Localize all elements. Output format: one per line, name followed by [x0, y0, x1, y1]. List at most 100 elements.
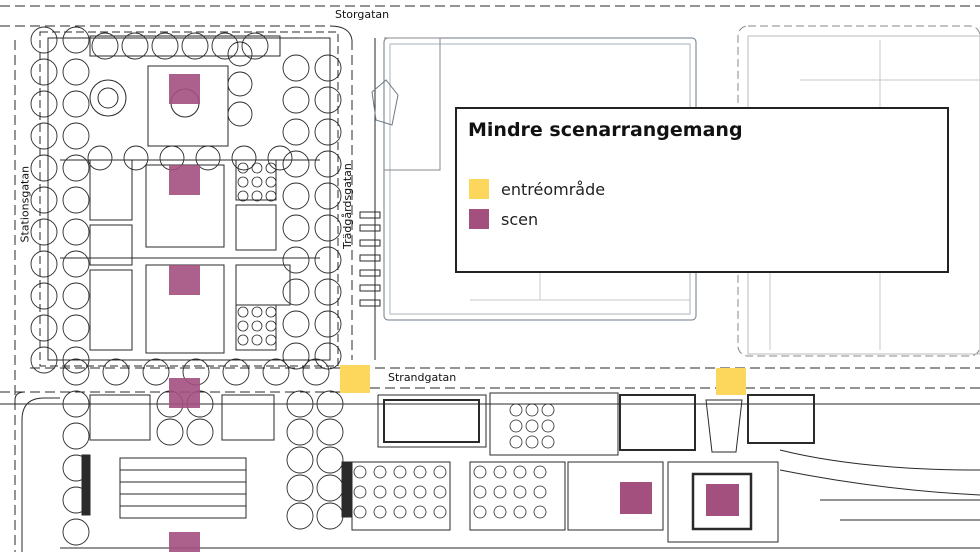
tree-icon	[286, 474, 314, 502]
fixture-icon	[473, 465, 487, 479]
street-label-tradgardsgatan: Trädgårdsgatan	[341, 163, 354, 249]
tree-icon	[62, 26, 90, 54]
tree-icon	[267, 145, 293, 171]
tree-icon	[286, 390, 314, 418]
tree-icon	[62, 518, 90, 546]
fixture-icon	[493, 505, 507, 519]
legend-label: scen	[501, 209, 539, 229]
tree-icon	[227, 101, 253, 127]
tree-icon	[91, 32, 119, 60]
fixture-icon	[373, 465, 387, 479]
fixture-icon	[251, 190, 263, 202]
fixture-icon	[237, 162, 249, 174]
tree-icon	[62, 390, 90, 418]
tree-icon	[30, 314, 58, 342]
tree-icon	[62, 58, 90, 86]
tree-icon	[314, 310, 342, 338]
fixture-icon	[525, 419, 539, 433]
fixture-icon	[541, 403, 555, 417]
tree-icon	[186, 418, 214, 446]
tree-icon	[30, 154, 58, 182]
tree-icon	[282, 310, 310, 338]
fixture-icon	[353, 485, 367, 499]
tree-icon	[121, 32, 149, 60]
fixture-icon	[251, 334, 263, 346]
tree-icon	[286, 418, 314, 446]
entrance-swatch	[469, 179, 489, 199]
tree-icon	[123, 145, 149, 171]
fixture-icon	[373, 485, 387, 499]
tree-icon	[156, 418, 184, 446]
tree-icon	[314, 150, 342, 178]
tree-icon	[302, 358, 330, 386]
fixture-icon	[433, 465, 447, 479]
tree-icon	[195, 145, 221, 171]
tree-icon	[282, 246, 310, 274]
fixture-icon	[513, 465, 527, 479]
fixture-icon	[265, 334, 277, 346]
fixture-icon	[433, 505, 447, 519]
street-label-strandgatan: Strandgatan	[388, 371, 457, 384]
tree-icon	[314, 86, 342, 114]
fixture-icon	[493, 465, 507, 479]
fixture-icon	[413, 505, 427, 519]
tree-icon	[314, 342, 342, 370]
tree-icon	[62, 186, 90, 214]
tree-icon	[314, 54, 342, 82]
tree-icon	[62, 218, 90, 246]
tree-icon	[62, 122, 90, 150]
tree-icon	[282, 182, 310, 210]
tree-icon	[282, 342, 310, 370]
map-legend: Mindre scenarrangemang entréområde scen	[455, 107, 949, 273]
tree-icon	[62, 422, 90, 450]
fixture-icon	[533, 485, 547, 499]
stage-area	[169, 265, 200, 295]
stage-area	[620, 482, 652, 514]
tree-icon	[30, 90, 58, 118]
tree-icon	[151, 32, 179, 60]
fixture-icon	[525, 403, 539, 417]
tree-icon	[30, 122, 58, 150]
tree-icon	[62, 154, 90, 182]
tree-icon	[282, 150, 310, 178]
tree-icon	[142, 358, 170, 386]
tree-icon	[314, 246, 342, 274]
fixture-icon	[237, 320, 249, 332]
fixture-icon	[493, 485, 507, 499]
tree-icon	[282, 214, 310, 242]
fixture-icon	[413, 485, 427, 499]
fixture-icon	[353, 465, 367, 479]
fixture-icon	[509, 419, 523, 433]
stage-area	[169, 378, 200, 408]
tree-icon	[316, 502, 344, 530]
fixture-icon	[265, 190, 277, 202]
fixture-icon	[433, 485, 447, 499]
tree-icon	[181, 32, 209, 60]
tree-icon	[30, 218, 58, 246]
tree-icon	[87, 145, 113, 171]
fixture-icon	[509, 403, 523, 417]
fixture-icon	[265, 162, 277, 174]
tree-icon	[314, 278, 342, 306]
tree-icon	[282, 278, 310, 306]
tree-icon	[30, 250, 58, 278]
fixture-icon	[353, 505, 367, 519]
stage-area	[706, 484, 739, 516]
fixture-icon	[513, 485, 527, 499]
tree-icon	[30, 26, 58, 54]
fixture-icon	[393, 485, 407, 499]
tree-icon	[30, 282, 58, 310]
tree-icon	[316, 390, 344, 418]
fixture-icon	[509, 435, 523, 449]
fixture-icon	[413, 465, 427, 479]
tree-icon	[282, 54, 310, 82]
tree-icon	[30, 58, 58, 86]
legend-label: entréområde	[501, 179, 606, 199]
fixture-icon	[237, 176, 249, 188]
fixture-icon	[541, 435, 555, 449]
fixture-icon	[265, 176, 277, 188]
stage-area	[169, 532, 200, 552]
fixture-icon	[393, 505, 407, 519]
tree-icon	[102, 358, 130, 386]
